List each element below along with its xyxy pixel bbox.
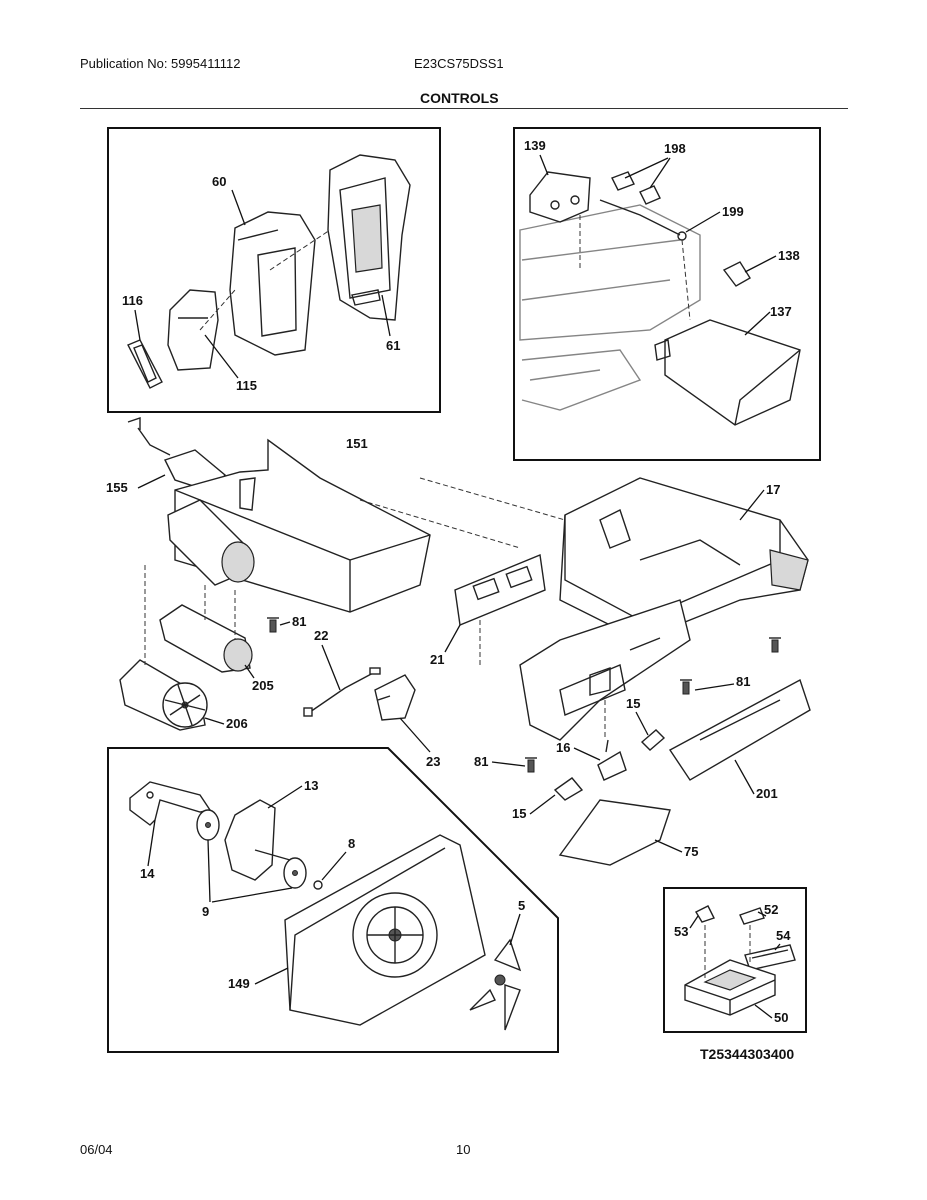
- inset-box-control-module: [663, 887, 807, 1033]
- label-part-14: 14: [140, 866, 155, 881]
- part-61-housing: [327, 154, 411, 321]
- part-54-connector: [744, 944, 796, 971]
- part-15-bulb-a: [640, 729, 666, 751]
- inset-box-dispenser-controls: [513, 127, 821, 461]
- label-part-15-b: 15: [512, 806, 526, 821]
- label-part-205: 205: [252, 678, 274, 693]
- inset-box-filter-housing: [107, 127, 441, 413]
- part-81-screw-c: [680, 679, 692, 695]
- model-number: E23CS75DSS1: [414, 56, 504, 71]
- label-part-60: 60: [212, 174, 226, 189]
- section-title: CONTROLS: [420, 90, 499, 106]
- part-75-deflector: [558, 799, 671, 866]
- part-52-bracket: [739, 907, 765, 925]
- part-50-control-box: [684, 959, 776, 1016]
- part-138-bracket: [722, 261, 751, 287]
- label-part-149: 149: [228, 976, 250, 991]
- part-dispenser-frame: [519, 599, 691, 741]
- part-81-screw-d: [525, 757, 537, 773]
- label-part-199: 199: [722, 204, 744, 219]
- part-14-bracket: [129, 781, 212, 826]
- label-part-23: 23: [426, 754, 440, 769]
- label-part-50: 50: [774, 1010, 788, 1025]
- label-part-54: 54: [776, 928, 791, 943]
- header-divider: [80, 108, 848, 109]
- part-205-fan-housing: [159, 604, 253, 673]
- label-part-21: 21: [430, 652, 444, 667]
- label-part-75: 75: [684, 844, 698, 859]
- label-part-81-c: 81: [474, 754, 488, 769]
- part-fan-shroud: [167, 499, 255, 586]
- part-22-sensor-wire: [303, 667, 381, 717]
- label-part-17: 17: [766, 482, 780, 497]
- label-part-116: 116: [122, 293, 143, 308]
- label-part-115: 115: [236, 378, 257, 393]
- label-part-15-a: 15: [626, 696, 640, 711]
- part-8-washer: [313, 880, 323, 890]
- label-part-5: 5: [518, 898, 525, 913]
- label-part-201: 201: [756, 786, 778, 801]
- label-part-81-a: 81: [292, 614, 306, 629]
- label-part-198: 198: [664, 141, 686, 156]
- label-part-138: 138: [778, 248, 800, 263]
- part-198-clips: [611, 171, 661, 205]
- inset-box-fan-assembly: [107, 747, 559, 1053]
- label-part-81-b: 81: [736, 674, 750, 689]
- label-part-139: 139: [524, 138, 546, 153]
- label-part-13: 13: [304, 778, 318, 793]
- part-17-dispenser-housing: [559, 477, 809, 641]
- label-part-22: 22: [314, 628, 328, 643]
- label-part-155: 155: [106, 480, 128, 495]
- background-dispenser-frame: [519, 204, 701, 411]
- page-number: 10: [456, 1142, 471, 1157]
- label-part-53: 53: [674, 924, 688, 939]
- label-part-61: 61: [386, 338, 400, 353]
- part-139-switch-block: [529, 171, 591, 223]
- part-137-paddle: [654, 319, 801, 426]
- part-13-motor: [224, 799, 291, 881]
- part-201-trim: [668, 678, 811, 781]
- label-part-16: 16: [556, 740, 570, 755]
- label-part-206: 206: [226, 716, 248, 731]
- part-81-screw-b: [769, 637, 781, 653]
- publication-number: Publication No: 5995411112: [80, 56, 241, 71]
- label-part-137: 137: [770, 304, 792, 319]
- label-part-151: 151: [346, 436, 368, 451]
- part-116-gasket: [127, 339, 163, 389]
- label-part-52: 52: [764, 902, 778, 917]
- footer-date: 06/04: [80, 1142, 113, 1157]
- part-5-fan-blade: [469, 938, 522, 1031]
- part-23-cover: [374, 674, 416, 721]
- part-9-wheel-a: [196, 809, 220, 841]
- diagram-code: T25344303400: [700, 1046, 795, 1062]
- part-9-wheel-b: [283, 857, 307, 889]
- label-part-9: 9: [202, 904, 209, 919]
- part-16-valve: [597, 739, 627, 781]
- part-149-fan-shroud: [284, 834, 486, 1026]
- part-53-clip: [695, 905, 715, 923]
- part-15-bulb-b: [553, 777, 584, 801]
- part-206-blower-wheel: [119, 659, 208, 731]
- part-115-module: [167, 289, 219, 371]
- part-21-control-board: [454, 554, 546, 626]
- part-81-screw-a: [267, 617, 279, 633]
- part-60-housing: [229, 211, 316, 356]
- label-part-8: 8: [348, 836, 355, 851]
